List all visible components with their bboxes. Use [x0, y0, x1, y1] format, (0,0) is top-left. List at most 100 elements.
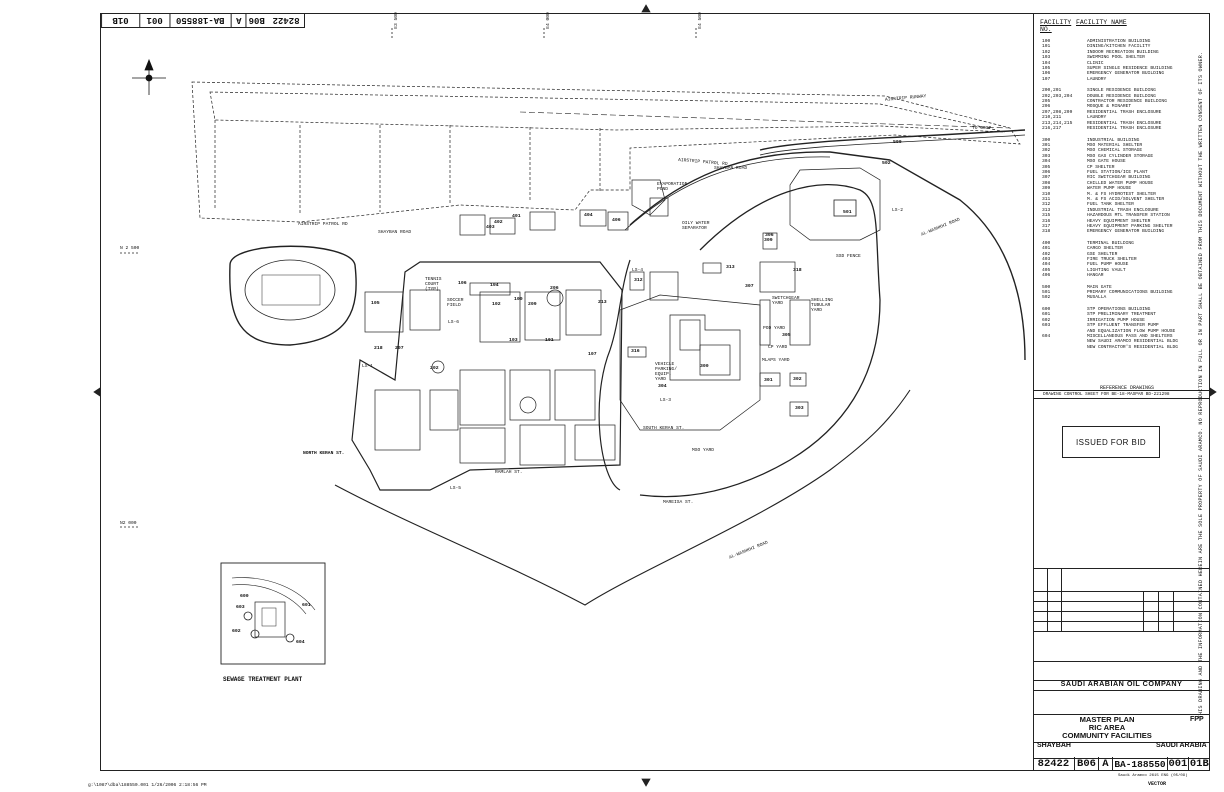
legend-facility-name: HEAVY EQUIPMENT SHELTER	[1087, 218, 1151, 224]
grid-n2500: N 2 500	[120, 246, 140, 251]
legend-facility-no: 313	[1042, 207, 1051, 213]
legend-facility-no: 405	[1042, 267, 1051, 273]
legend-facility-no: 317	[1042, 224, 1051, 229]
file-path-footer: g:\1087\dba\188550.001 1/26/2006 2:18:56…	[88, 783, 207, 788]
label-ls1: LS-1	[362, 364, 374, 369]
label-soccer-field: SOCCER FIELD	[447, 298, 464, 308]
num-600: 600	[240, 594, 249, 599]
num-306: 306	[765, 233, 774, 238]
legend-facility-no: 316	[1042, 218, 1051, 224]
legend-facility-name: DOUBLE RESIDENCE BUILDING	[1087, 93, 1156, 99]
legend-facility-name: RESIDENTIAL TRASH ENCLOSURE	[1087, 126, 1162, 132]
legend-head-no: FACILITY NO.	[1040, 19, 1072, 33]
legend-facility-no: 205	[1042, 99, 1051, 105]
legend-facility-name: HANGAR	[1087, 273, 1104, 279]
drawing-number-row: 82422 B06 A BA-188550 001 01B	[1033, 757, 1210, 771]
legend-facility-no: 501	[1042, 290, 1051, 296]
num-318: 318	[793, 268, 802, 273]
label-switchgear-yard: SWITCHGEAR YARD	[772, 296, 800, 306]
num-207: 207	[395, 346, 404, 351]
legend-facility-no: 603	[1042, 323, 1051, 329]
legend-facility-name: STP OPERATIONS BUILDING	[1087, 306, 1151, 312]
label-mso-yard: MSO YARD	[692, 448, 715, 453]
legend-facility-no: 318	[1042, 229, 1051, 235]
legend-facility-name: M. & FS ACID/SOLVENT SHELTER	[1087, 196, 1165, 202]
legend-facility-name: EMERGENCY GENERATOR BUILDING	[1087, 229, 1165, 235]
num-603: 603	[236, 605, 245, 610]
num-304: 304	[658, 384, 667, 389]
legend-facility-name: CHILLED WATER PUMP HOUSE	[1087, 180, 1154, 186]
legend-facility-name: STP EFFLUENT TRANSFER PUMP	[1087, 323, 1159, 329]
right-center-arrow	[1209, 387, 1217, 397]
title-line-3: COMMUNITY FACILITIES	[1062, 731, 1152, 740]
legend-facility-name: MISCELLANEOUS PASS AND SHELTERS	[1087, 333, 1173, 339]
legend-facility-name: DINING/KITCHEN FACILITY	[1087, 44, 1151, 50]
legend-facility-no: 500	[1042, 284, 1051, 290]
legend-facility-name: HAZARDOUS MTL TRANSFER STATION	[1087, 213, 1170, 219]
legend-facility-no: 106	[1042, 71, 1051, 77]
num-402: 402	[494, 220, 503, 225]
legend-facility-no	[1042, 345, 1087, 350]
legend-facility-name: GSE SHELTER	[1087, 251, 1118, 257]
num-206: 206	[550, 286, 559, 291]
legend-facility-name: INDUSTRIAL BUILDING	[1087, 137, 1140, 143]
legend-facility-name: AND EQUALIZATION FLOW PUMP HOUSE	[1087, 328, 1176, 334]
legend-head-name: FACILITY NAME	[1076, 19, 1127, 26]
num-604: 604	[296, 640, 305, 645]
num-309: 309	[764, 238, 773, 243]
num-313: 313	[726, 265, 735, 270]
fpp-label: FPP	[1190, 716, 1204, 723]
legend-header: FACILITY NO. FACILITY NAME	[1034, 13, 1210, 33]
legend-facility-name: MUSALLA	[1087, 295, 1107, 301]
label-shelling-yard: SHELLING TUBULAR YARD	[811, 298, 834, 313]
vector-label: VECTOR	[1148, 781, 1167, 787]
num-303: 303	[795, 406, 804, 411]
legend-facility-no: 300	[1042, 137, 1051, 143]
legend-row: 603 STP EFFLUENT TRANSFER PUMP	[1034, 323, 1210, 328]
legend-facility-name: NEW CONTRACTOR'S RESIDENTIAL BLDG	[1087, 344, 1178, 350]
num-301: 301	[764, 378, 773, 383]
num-218: 218	[374, 346, 383, 351]
legend-facility-name: CARGO SHELTER	[1087, 246, 1123, 252]
num-312: 312	[634, 278, 643, 283]
legend-row: 300 INDUSTRIAL BUILDING	[1034, 138, 1210, 143]
label-north-keran: NORTH KERAN ST.	[303, 451, 345, 456]
num-101: 101	[545, 338, 554, 343]
legend-facility-no: 604	[1042, 333, 1051, 339]
title-line-1: MASTER PLAN	[1079, 715, 1135, 724]
legend-facility-name: ADMINISTRATION BUILDING	[1087, 39, 1151, 44]
label-ls5: LS-5	[450, 486, 462, 491]
legend-facility-name: MSO GATE HOUSE	[1087, 159, 1126, 165]
legend-row: AND EQUALIZATION FLOW PUMP HOUSE	[1034, 329, 1210, 334]
legend-facility-no: 406	[1042, 273, 1051, 279]
num-307: 307	[745, 284, 754, 289]
label-ls4: LS-4	[632, 268, 644, 273]
title-block	[1033, 568, 1210, 771]
drawno-idx: A	[1099, 757, 1113, 771]
legend-facility-name: INDOOR RECREATION BUILDING	[1087, 49, 1159, 55]
legend-facility-name: SUPER SINGLE RESIDENCE BUILDING	[1087, 66, 1173, 72]
legend-facility-no: 311	[1042, 196, 1051, 202]
residential-blocks	[364, 282, 616, 466]
num-104: 104	[490, 283, 499, 288]
num-107: 107	[588, 352, 597, 357]
grid-e3500: E3 500	[393, 12, 399, 29]
legend-facility-no: 101	[1042, 44, 1051, 50]
